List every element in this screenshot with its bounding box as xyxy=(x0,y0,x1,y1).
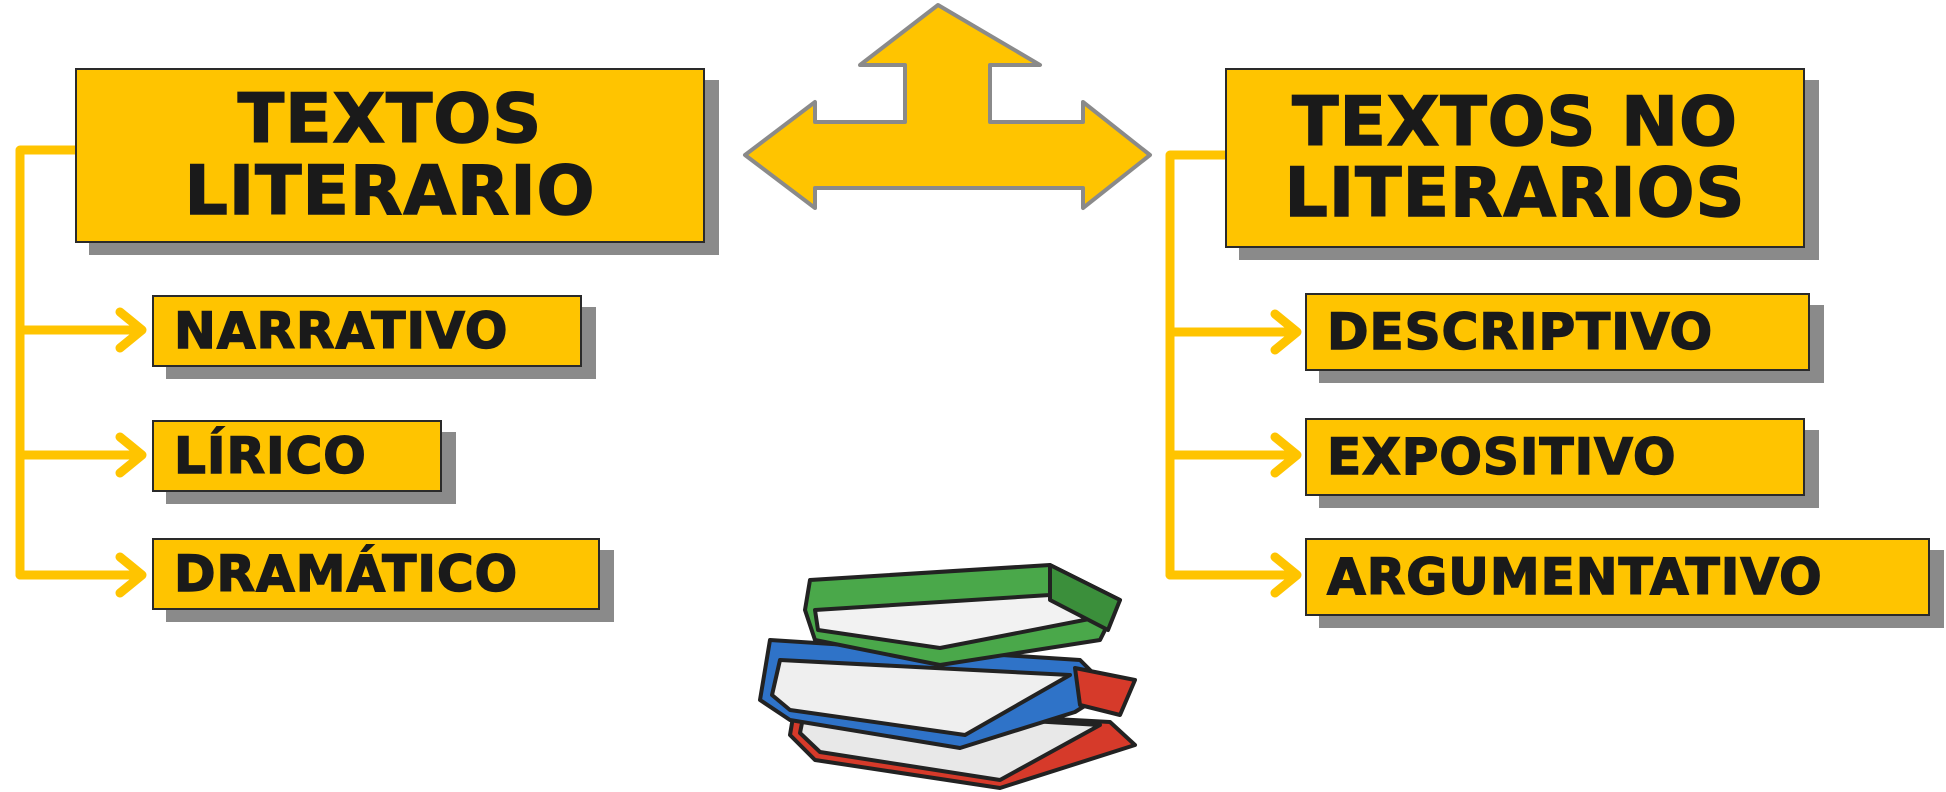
right-tree-trunk xyxy=(1165,150,1230,580)
item-expositivo: EXPOSITIVO xyxy=(1305,418,1805,496)
left-arrowhead-narrativo xyxy=(115,307,147,353)
item-lirico: LÍRICO xyxy=(152,420,442,492)
header-line-1: TEXTOS NO xyxy=(1291,82,1738,162)
left-tree-trunk xyxy=(15,145,80,580)
item-dramatico: DRAMÁTICO xyxy=(152,538,600,610)
left-arrowhead-lirico xyxy=(115,432,147,478)
header-line-1: TEXTOS xyxy=(237,80,543,160)
item-argumentativo: ARGUMENTATIVO xyxy=(1305,538,1930,616)
left-arrowhead-dramatico xyxy=(115,552,147,598)
header-textos-no-literarios: TEXTOS NO LITERARIOS xyxy=(1225,68,1805,248)
header-line-2: LITERARIOS xyxy=(1284,154,1746,233)
right-arrowhead-expositivo xyxy=(1270,432,1302,478)
header-textos-literario: TEXTOS LITERARIO xyxy=(75,68,705,243)
right-arrowhead-descriptivo xyxy=(1270,309,1302,355)
right-arrowhead-argumentativo xyxy=(1270,552,1302,598)
header-line-2: LITERARIO xyxy=(184,151,596,231)
item-descriptivo: DESCRIPTIVO xyxy=(1305,293,1810,371)
item-narrativo: NARRATIVO xyxy=(152,295,582,367)
header-textos-no-literarios-label: TEXTOS NO LITERARIOS xyxy=(1284,82,1746,233)
header-textos-literario-label: TEXTOS LITERARIO xyxy=(184,80,596,231)
